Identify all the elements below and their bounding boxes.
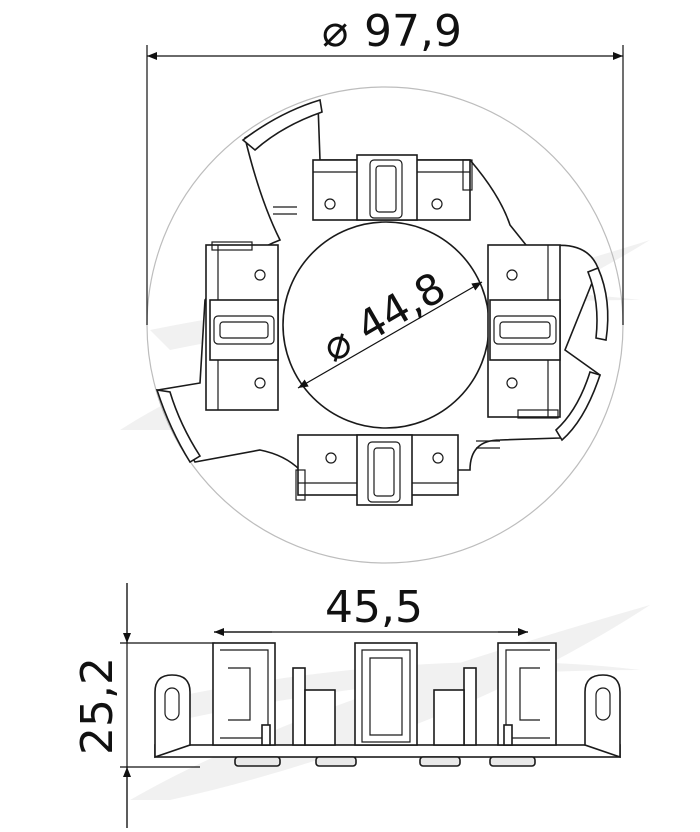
width-label: 45,5 [325,582,423,633]
side-foot-4 [489,756,536,767]
side-foot-3 [419,756,461,767]
marks [273,206,500,449]
blade-right [586,266,609,341]
blade-top-left [241,98,323,152]
side-clip-left [212,642,276,746]
side-foot-2 [315,756,357,767]
inner-dimension-line [297,281,483,389]
side-ear-left [154,674,191,759]
side-view: 45,5 25,2 [72,582,621,828]
side-support-left [292,667,306,746]
clip-right [487,244,561,419]
side-base-plate [154,744,621,758]
side-support-left-inner [304,689,336,746]
side-ear-right [584,674,621,759]
outer-diameter-label: 97,9 [364,6,462,57]
height-label: 25,2 [72,657,123,755]
top-view: ⌀ 97,9 [146,6,624,564]
side-clip-right [497,642,557,746]
side-ear-left-slot [164,687,180,721]
side-support-right-inner [433,689,465,746]
clip-bottom [295,434,459,506]
side-foot-1 [234,756,281,767]
blade-bottom-right [554,371,602,442]
outer-diameter-symbol: ⌀ [322,6,349,57]
side-support-right [463,667,477,746]
side-ear-right-slot [595,687,611,721]
side-clip-center [354,642,418,746]
clip-left [205,241,279,411]
clip-top [312,154,473,221]
blade-bottom-left [155,389,202,464]
